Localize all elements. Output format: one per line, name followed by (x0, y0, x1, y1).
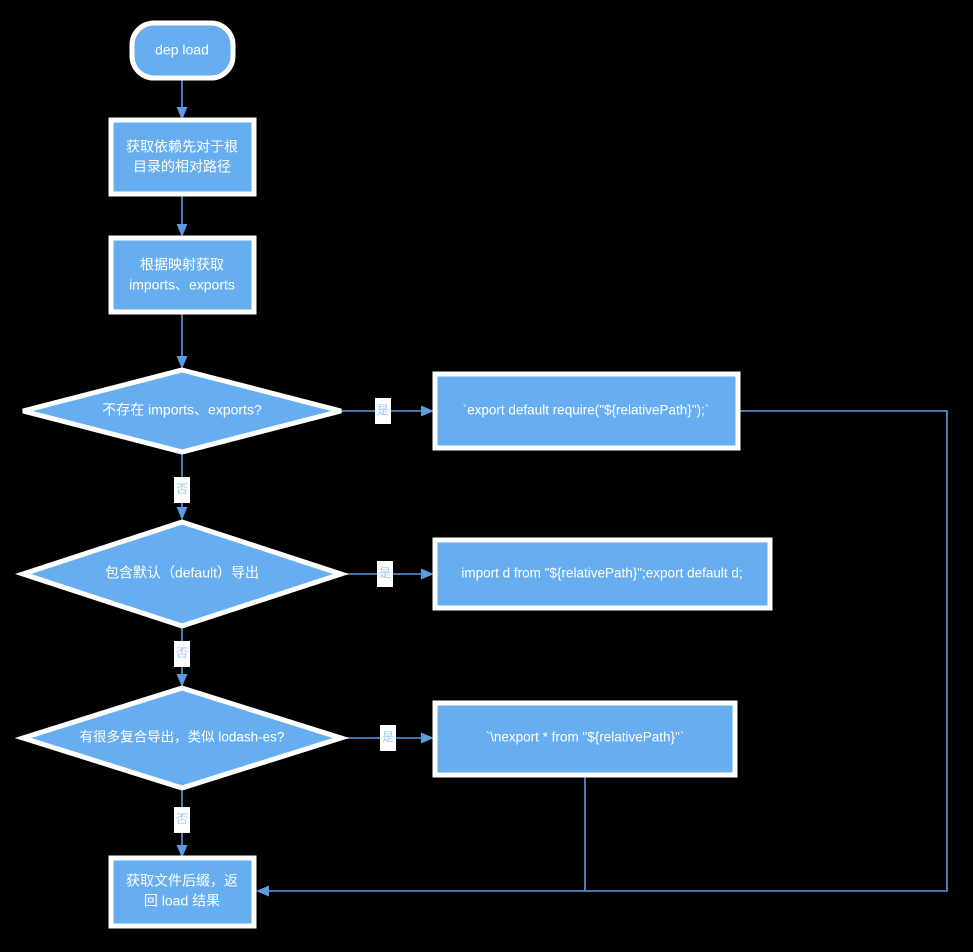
node-out-export-star-label: `\nexport * from "${relativePath}"` (486, 730, 685, 745)
edge-label-no-3-text: 否 (176, 812, 188, 826)
node-decision-many-compound-label: 有很多复合导出，类似 lodash-es? (80, 729, 285, 745)
edge-imports-exports-to-decision1 (176, 312, 188, 369)
node-end-load-result-line1: 获取文件后缀，返 (126, 873, 238, 889)
node-decision-no-imports-exports-shape (22, 367, 342, 455)
node-step-imports-exports-shape (108, 235, 257, 315)
node-decision-has-default[interactable]: 包含默认（default）导出 (14, 519, 350, 629)
edge-label-no-3-bg (174, 807, 190, 833)
node-decision-many-compound[interactable]: 有很多复合导出，类似 lodash-es? (14, 685, 350, 791)
node-start-label: dep load (155, 42, 209, 58)
node-decision-no-imports-exports-label: 不存在 imports、exports? (102, 402, 262, 418)
edge-label-no-1-text: 否 (176, 482, 188, 496)
node-step-imports-exports[interactable]: 根据映射获取 imports、exports (108, 235, 257, 315)
edge-label-no-2-text: 否 (176, 646, 188, 660)
edge-label-no-1: 否 (174, 477, 190, 503)
node-step-relative-path[interactable]: 获取依赖先对于根 目录的相对路径 (108, 117, 257, 197)
node-decision-has-default-shape (14, 519, 350, 629)
edge-label-yes-3-bg (380, 725, 396, 751)
node-start-shape (129, 20, 236, 81)
node-decision-no-imports-exports[interactable]: 不存在 imports、exports? (22, 367, 342, 455)
edge-label-no-3: 否 (174, 807, 190, 833)
node-step-imports-exports-line1: 根据映射获取 (140, 257, 224, 273)
edge-start-to-relative-path (176, 78, 188, 120)
node-step-relative-path-line1: 获取依赖先对于根 (126, 139, 238, 155)
edge-labels-layer: 是 是 是 否 否 否 (174, 398, 396, 833)
node-out-require-shape (432, 371, 741, 451)
edge-label-yes-2: 是 (377, 561, 393, 587)
node-out-import-default[interactable]: import d from "${relativePath}";export d… (432, 537, 773, 611)
node-start-dep-load[interactable]: dep load (129, 20, 236, 81)
node-out-export-star-shape (432, 700, 738, 778)
node-out-export-star[interactable]: `\nexport * from "${relativePath}"` (432, 700, 738, 778)
edge-relative-path-to-imports-exports (176, 194, 188, 237)
node-end-load-result-line2: 回 load 结果 (144, 893, 220, 909)
edge-label-yes-1-text: 是 (377, 403, 389, 417)
node-step-relative-path-line2: 目录的相对路径 (133, 159, 231, 175)
node-step-relative-path-shape (108, 117, 257, 197)
edge-require-to-end (256, 410, 948, 897)
edge-label-no-2-bg (174, 641, 190, 667)
edge-label-yes-2-text: 是 (379, 566, 391, 580)
node-out-import-default-shape (432, 537, 773, 611)
node-decision-many-compound-shape (14, 685, 350, 791)
edge-label-yes-1: 是 (375, 398, 391, 424)
node-step-imports-exports-line2: imports、exports (129, 277, 235, 293)
node-out-require-label: `export default require("${relativePath}… (463, 403, 710, 418)
node-decision-has-default-label: 包含默认（default）导出 (105, 565, 259, 581)
edge-label-yes-3: 是 (380, 725, 396, 751)
node-end-load-result-shape (108, 855, 257, 929)
edge-label-yes-3-text: 是 (382, 730, 394, 744)
edge-label-yes-1-bg (375, 398, 391, 424)
node-out-import-default-label: import d from "${relativePath}";export d… (461, 566, 742, 581)
edge-label-no-1-bg (174, 477, 190, 503)
edge-label-no-2: 否 (174, 641, 190, 667)
edge-label-yes-2-bg (377, 561, 393, 587)
node-out-require[interactable]: `export default require("${relativePath}… (432, 371, 741, 451)
node-end-load-result[interactable]: 获取文件后缀，返 回 load 结果 (108, 855, 257, 929)
